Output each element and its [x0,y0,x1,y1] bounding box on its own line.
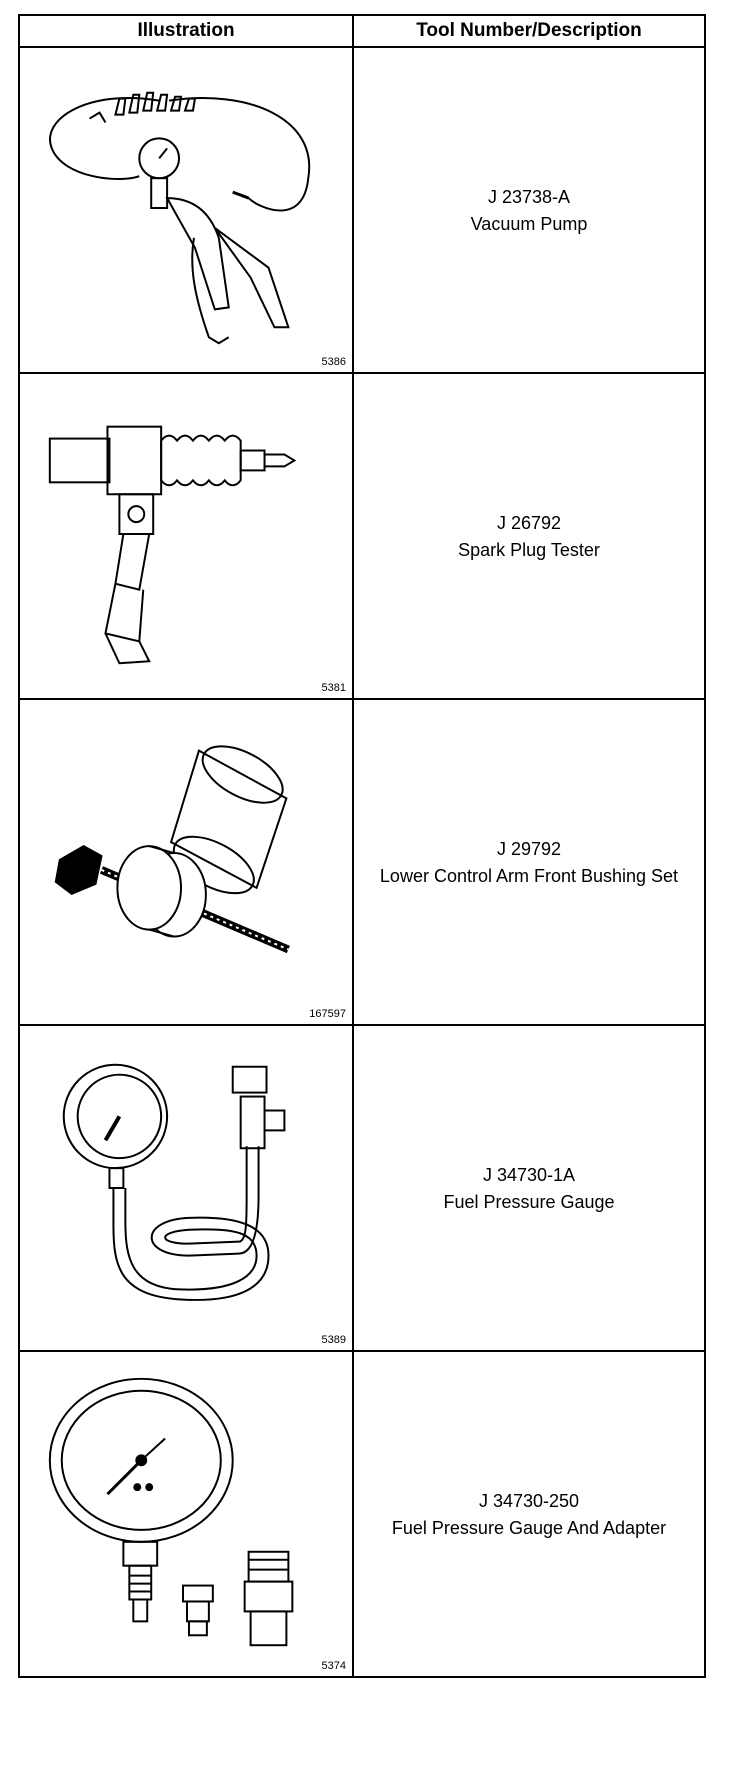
illustration-header: Illustration [18,14,354,48]
figure-number: 5381 [321,682,346,694]
tool-name: Fuel Pressure Gauge [443,1191,615,1212]
description-cell: J 23738-A Vacuum Pump [352,46,706,374]
illustration-cell: 5386 [18,46,354,374]
header-row: Illustration Tool Number/Description [18,14,706,48]
gauge-adapter-icon [48,1377,294,1647]
table-row: 5386 J 23738-A Vacuum Pump [18,46,706,374]
bushing-set-icon [54,745,290,954]
figure-number: 5386 [321,356,346,368]
description-cell: J 34730-1A Fuel Pressure Gauge [352,1024,706,1352]
tool-header: Tool Number/Description [352,14,706,48]
spark-plug-tester-icon [48,425,297,665]
table-row: 5389 J 34730-1A Fuel Pressure Gauge [18,1024,706,1352]
description-cell: J 29792 Lower Control Arm Front Bushing … [352,698,706,1026]
tool-name: Vacuum Pump [470,213,588,234]
fuel-pressure-gauge-icon [62,1063,286,1301]
tool-number: J 29792 [496,838,562,859]
tool-name: Lower Control Arm Front Bushing Set [379,865,679,886]
figure-number: 5374 [321,1660,346,1672]
tool-name: Spark Plug Tester [458,539,600,560]
illustration-cell: 5381 [18,372,354,700]
figure-number: 5389 [321,1334,346,1346]
figure-number: 167597 [309,1008,346,1020]
tool-number: J 23738-A [487,186,571,207]
vacuum-pump-icon [49,91,311,345]
description-cell: J 34730-250 Fuel Pressure Gauge And Adap… [352,1350,706,1678]
illustration-cell: 5374 [18,1350,354,1678]
tool-number: J 34730-250 [478,1490,580,1511]
table-row: 5381 J 26792 Spark Plug Tester [18,372,706,700]
description-cell: J 26792 Spark Plug Tester [352,372,706,700]
table-row: 5374 J 34730-250 Fuel Pressure Gauge And… [18,1350,706,1678]
illustration-cell: 5389 [18,1024,354,1352]
tool-number: J 26792 [496,512,562,533]
illustration-cell: 167597 [18,698,354,1026]
special-tools-table: Illustration Tool Number/Description 538… [18,14,706,1678]
table-row: 167597 J 29792 Lower Control Arm Front B… [18,698,706,1026]
tool-number: J 34730-1A [482,1164,576,1185]
tool-name: Fuel Pressure Gauge And Adapter [391,1517,667,1538]
